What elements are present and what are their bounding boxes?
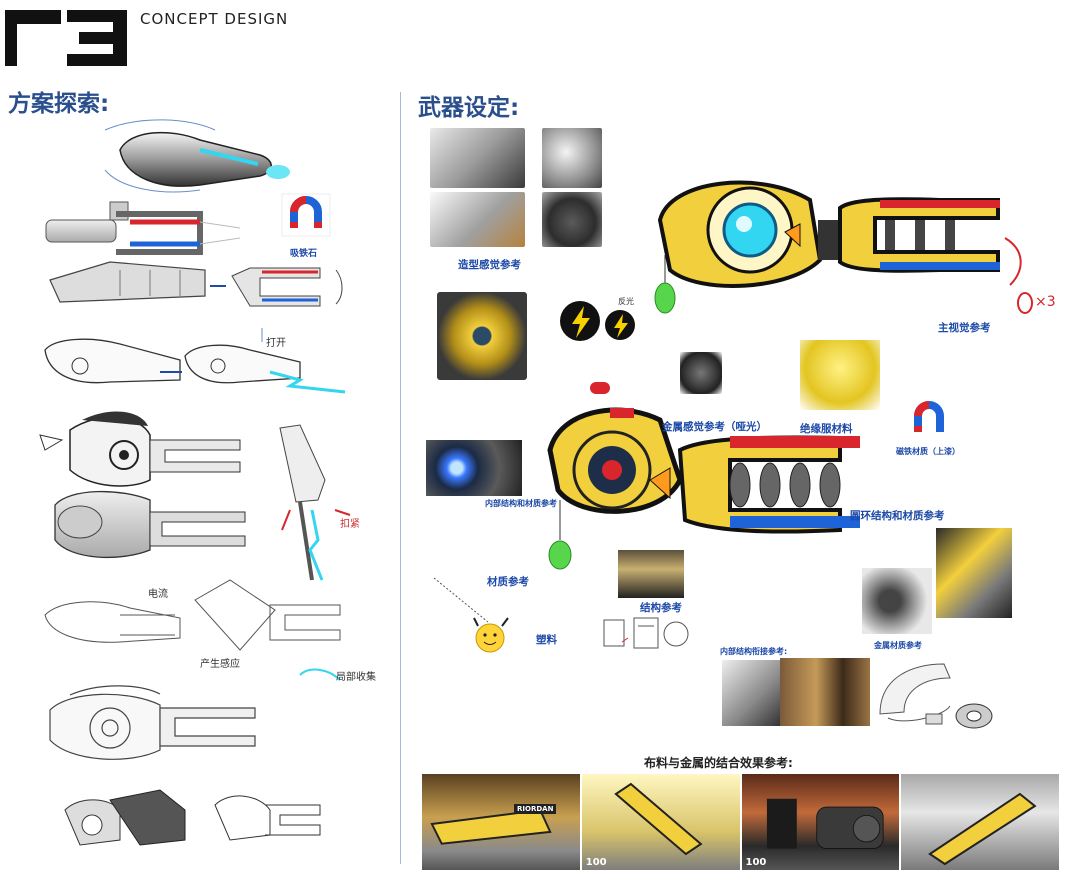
red-cap-photo xyxy=(590,382,610,394)
metal-material-label: 金属材质参考 xyxy=(874,641,922,650)
sketch-line-guns xyxy=(44,579,341,681)
note-clamp: 扣紧 xyxy=(340,519,360,530)
combo-frame-1: RIORDAN xyxy=(422,774,580,870)
combo-frame-2: 100 xyxy=(581,774,740,870)
sketch-claws xyxy=(64,789,321,846)
combo-reference-strip: RIORDAN 100 100 xyxy=(422,774,1059,870)
sketch-lightning-guns xyxy=(44,328,346,394)
joint-photo-2 xyxy=(780,658,870,726)
insulation-suit-photo xyxy=(800,340,880,410)
vacuum-photo-4 xyxy=(542,192,602,247)
r3-logo xyxy=(5,10,127,66)
combo-gun-4 xyxy=(928,792,1037,866)
note-open: 打开 xyxy=(266,338,286,349)
internal-label: 内部结构和材质参考 xyxy=(485,499,557,508)
internal-structure-photo xyxy=(426,440,522,496)
hud-ammo-1: 100 xyxy=(585,857,607,868)
section-divider xyxy=(400,92,401,864)
metal-material-photo xyxy=(862,568,932,634)
drum-closeup-photo xyxy=(437,292,527,380)
times-three: ×3 xyxy=(1035,294,1056,310)
shape-ref-label: 造型感觉参考 xyxy=(458,259,521,271)
keychain-illustration xyxy=(433,577,509,653)
magnet-icon xyxy=(281,193,331,237)
note-collect: 局部收集 xyxy=(336,672,376,683)
magnet-material-icon xyxy=(914,401,944,432)
ring-structure-photo xyxy=(936,528,1012,618)
combo-gun-3 xyxy=(766,798,884,849)
glove-icon xyxy=(1017,292,1033,314)
combo-gun-2 xyxy=(613,782,703,856)
sketch-board xyxy=(39,119,351,846)
plastic-label: 塑料 xyxy=(536,634,557,646)
sketch-capsule-gun xyxy=(54,490,246,558)
combo-frame-4 xyxy=(901,774,1059,870)
brand-text: CONCEPT DESIGN xyxy=(140,10,289,28)
structure-label: 结构参考 xyxy=(640,602,682,614)
sketch-chrome-gun xyxy=(104,119,290,193)
center-weapon-render xyxy=(547,407,860,570)
combo-gun-1 xyxy=(430,809,552,845)
ring-label: 圆环结构和材质参考 xyxy=(850,510,945,522)
joint-photo-1 xyxy=(722,660,780,726)
metal-matte-label: 金属感觉参考（哑光） xyxy=(662,421,767,433)
sketch-detailed-gun xyxy=(49,685,256,760)
sketch-vertical-gun xyxy=(279,424,351,581)
sketch-open-gun xyxy=(49,261,343,307)
joint-render xyxy=(879,663,993,729)
left-section-title: 方案探索: xyxy=(8,91,110,117)
note-induction: 产生感应 xyxy=(200,659,240,670)
insulation-label: 绝缘服材料 xyxy=(800,423,853,435)
magnet-label: 吸铁石 xyxy=(290,249,318,259)
glow-note: 反光 xyxy=(618,297,634,306)
joint-label: 内部结构衔接参考: xyxy=(720,647,788,656)
combo-title: 布料与金属的结合效果参考: xyxy=(644,756,793,770)
structure-sketch xyxy=(603,617,689,649)
note-current: 电流 xyxy=(148,589,168,600)
right-section-title: 武器设定: xyxy=(418,95,520,121)
material-ref-label: 材质参考 xyxy=(487,576,529,588)
structure-photo xyxy=(618,550,684,598)
sketch-magnet-gun xyxy=(45,201,241,255)
main-visual-label: 主视觉参考 xyxy=(938,322,991,334)
vacuum-photo-3 xyxy=(430,192,525,247)
lightning-icon xyxy=(560,301,635,341)
riordan-plate: RIORDAN xyxy=(514,804,557,814)
main-weapon-render xyxy=(654,180,1022,314)
vacuum-photo-2 xyxy=(542,128,602,188)
sketch-drum-claw xyxy=(39,411,241,487)
hud-ammo-2: 100 xyxy=(745,857,767,868)
combo-frame-3: 100 xyxy=(741,774,900,870)
vacuum-photo-1 xyxy=(430,128,525,188)
magnet-material-label: 磁铁材质（上漆） xyxy=(896,447,960,456)
metal-matte-photo xyxy=(680,352,722,394)
